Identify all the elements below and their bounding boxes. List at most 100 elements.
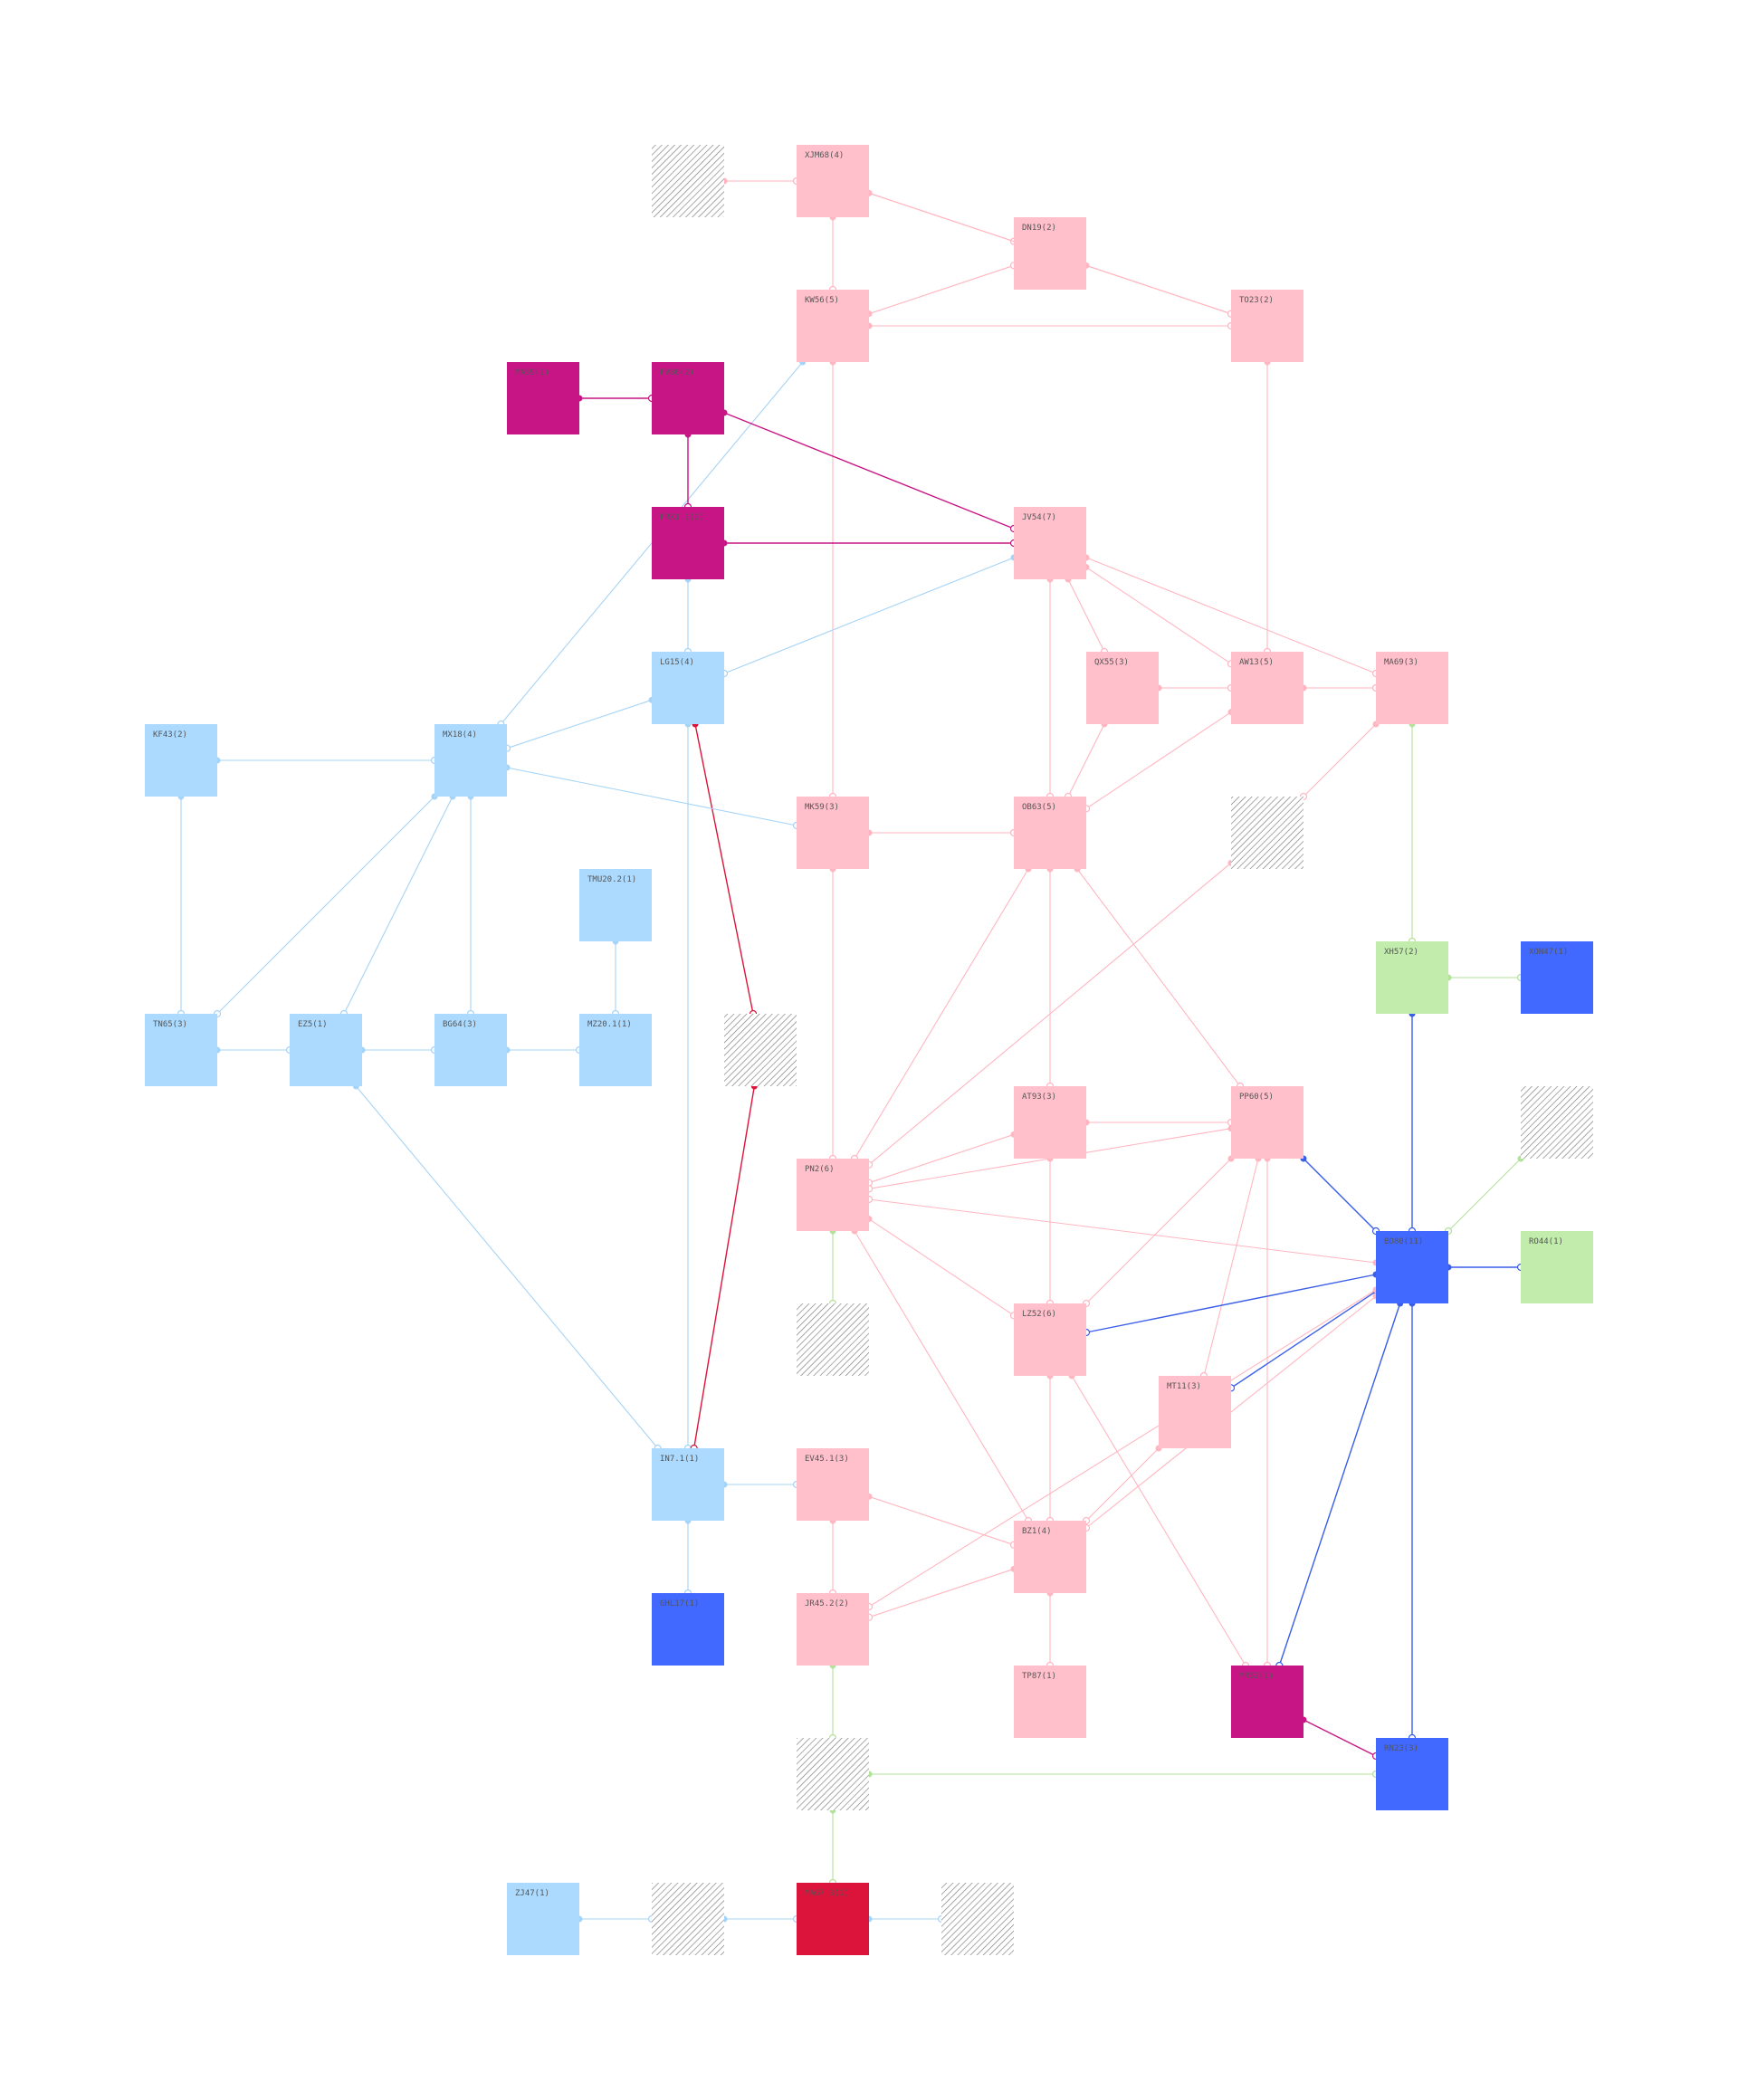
node-box[interactable] — [652, 1593, 724, 1666]
edge-QX55-AW13 — [1155, 683, 1236, 692]
node-LZ52[interactable]: LZ52(6) — [1014, 1303, 1086, 1376]
node-box[interactable] — [507, 1883, 579, 1955]
node-label: MAG7.3(1) — [805, 1889, 849, 1898]
node-AT93[interactable]: AT93(3) — [1014, 1086, 1086, 1159]
node-box[interactable] — [145, 1014, 217, 1086]
node-MX18[interactable]: MX18(4) — [434, 724, 507, 797]
node-hatch_e[interactable] — [797, 1303, 869, 1376]
node-MZ20[interactable]: MZ20.1(1) — [579, 1014, 652, 1086]
node-MA69[interactable]: MA69(3) — [1376, 652, 1448, 724]
hatched-node-box[interactable] — [724, 1014, 797, 1086]
node-RO44[interactable]: RO44(1) — [1521, 1231, 1593, 1303]
node-box[interactable] — [797, 1448, 869, 1521]
node-RN23[interactable]: RN23(3) — [1376, 1738, 1448, 1810]
hatched-node-box[interactable] — [1521, 1086, 1593, 1159]
node-PP60[interactable]: PP60(5) — [1231, 1086, 1304, 1159]
node-MT11[interactable]: MT11(3) — [1159, 1376, 1231, 1448]
edge-MK59-OB63 — [865, 828, 1018, 837]
node-MK59[interactable]: MK59(3) — [797, 797, 869, 869]
node-box[interactable] — [1231, 290, 1304, 362]
node-box[interactable] — [797, 1593, 869, 1666]
node-TN65[interactable]: TN65(3) — [145, 1014, 217, 1086]
hatched-node-box[interactable] — [797, 1303, 869, 1376]
node-JR45[interactable]: JR45.2(2) — [797, 1593, 869, 1666]
node-BG64[interactable]: BG64(3) — [434, 1014, 507, 1086]
node-box[interactable] — [1521, 1231, 1593, 1303]
node-box[interactable] — [797, 145, 869, 217]
node-box[interactable] — [1014, 1521, 1086, 1593]
node-MA59[interactable]: MA59(1) — [507, 362, 579, 434]
hatched-node-box[interactable] — [1231, 797, 1304, 869]
node-box[interactable] — [797, 797, 869, 869]
node-TP87[interactable]: TP87(1) — [1014, 1666, 1086, 1738]
node-hatch_d[interactable] — [1521, 1086, 1593, 1159]
node-BO80[interactable]: BO80(11) — [1376, 1231, 1448, 1303]
node-box[interactable] — [1231, 1666, 1304, 1738]
node-box[interactable] — [652, 652, 724, 724]
node-BZ1[interactable]: BZ1(4) — [1014, 1521, 1086, 1593]
hatched-node-box[interactable] — [797, 1738, 869, 1810]
node-box[interactable] — [290, 1014, 362, 1086]
node-MR52[interactable]: MR52(1) — [1231, 1666, 1304, 1738]
node-XJM68[interactable]: XJM68(4) — [797, 145, 869, 217]
node-box[interactable] — [797, 290, 869, 362]
node-MAG7[interactable]: MAG7.3(1) — [797, 1883, 869, 1955]
node-KF43[interactable]: KF43(2) — [145, 724, 217, 797]
node-box[interactable] — [1014, 1086, 1086, 1159]
node-XH57[interactable]: XH57(2) — [1376, 941, 1448, 1014]
node-EZ5[interactable]: EZ5(1) — [290, 1014, 362, 1086]
node-box[interactable] — [797, 1883, 869, 1955]
node-box[interactable] — [1231, 1086, 1304, 1159]
node-box[interactable] — [1014, 1666, 1086, 1738]
node-box[interactable] — [1014, 507, 1086, 579]
node-FV80[interactable]: FV80(2) — [652, 362, 724, 434]
node-box[interactable] — [652, 507, 724, 579]
node-box[interactable] — [1521, 941, 1593, 1014]
node-hatch_f[interactable] — [797, 1738, 869, 1810]
hatched-node-box[interactable] — [652, 1883, 724, 1955]
node-JV54[interactable]: JV54(7) — [1014, 507, 1086, 579]
node-LG15[interactable]: LG15(4) — [652, 652, 724, 724]
node-box[interactable] — [1376, 652, 1448, 724]
node-FRX1[interactable]: FRX1.1(1) — [652, 507, 724, 579]
node-box[interactable] — [1376, 1738, 1448, 1810]
node-box[interactable] — [434, 724, 507, 797]
node-box[interactable] — [1086, 652, 1159, 724]
node-box[interactable] — [1159, 1376, 1231, 1448]
node-box[interactable] — [434, 1014, 507, 1086]
node-box[interactable] — [1376, 941, 1448, 1014]
node-box[interactable] — [579, 869, 652, 941]
node-box[interactable] — [652, 362, 724, 434]
node-DN19[interactable]: DN19(2) — [1014, 217, 1086, 290]
node-IN7[interactable]: IN7.1(1) — [652, 1448, 724, 1521]
hatched-node-box[interactable] — [941, 1883, 1014, 1955]
node-QX55[interactable]: QX55(3) — [1086, 652, 1159, 724]
node-box[interactable] — [1376, 1231, 1448, 1303]
node-AW13[interactable]: AW13(5) — [1231, 652, 1304, 724]
node-hatch_g[interactable] — [652, 1883, 724, 1955]
node-hatch_a[interactable] — [652, 145, 724, 217]
node-hatch_h[interactable] — [941, 1883, 1014, 1955]
node-box[interactable] — [1231, 652, 1304, 724]
edge-QX55-OB63 — [1064, 721, 1108, 801]
node-hatch_c[interactable] — [724, 1014, 797, 1086]
node-GHL17[interactable]: GHL17(1) — [652, 1593, 724, 1666]
node-box[interactable] — [507, 362, 579, 434]
node-box[interactable] — [652, 1448, 724, 1521]
node-TMU20[interactable]: TMU20.2(1) — [579, 869, 652, 941]
node-KW56[interactable]: KW56(5) — [797, 290, 869, 362]
node-box[interactable] — [1014, 797, 1086, 869]
node-box[interactable] — [1014, 217, 1086, 290]
node-XON47[interactable]: XON47(1) — [1521, 941, 1593, 1014]
node-box[interactable] — [1014, 1303, 1086, 1376]
node-box[interactable] — [145, 724, 217, 797]
node-EV45[interactable]: EV45.1(3) — [797, 1448, 869, 1521]
node-TO23[interactable]: TO23(2) — [1231, 290, 1304, 362]
node-ZJ47[interactable]: ZJ47(1) — [507, 1883, 579, 1955]
node-hatch_b[interactable] — [1231, 797, 1304, 869]
node-box[interactable] — [797, 1159, 869, 1231]
node-PN2[interactable]: PN2(6) — [797, 1159, 869, 1231]
node-box[interactable] — [579, 1014, 652, 1086]
node-OB63[interactable]: OB63(5) — [1014, 797, 1086, 869]
hatched-node-box[interactable] — [652, 145, 724, 217]
